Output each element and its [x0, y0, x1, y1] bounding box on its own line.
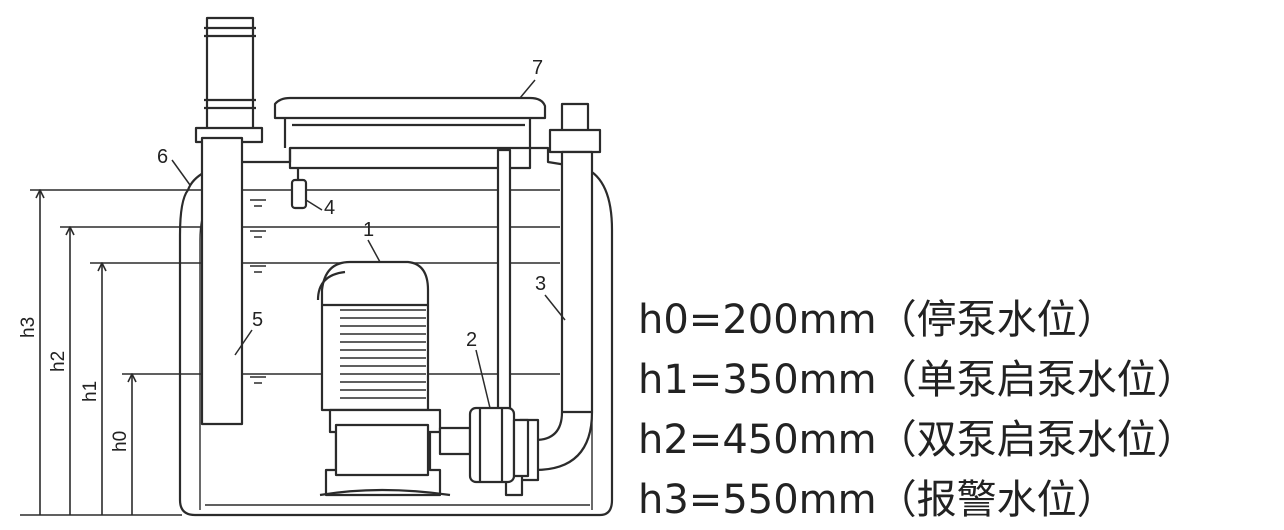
callout-1: 1 — [363, 219, 374, 241]
submersible-pump — [316, 260, 451, 497]
outlet-pipe — [518, 102, 602, 482]
float-switch — [290, 168, 308, 210]
check-valve — [438, 406, 530, 484]
legend-h3: h3=550mm（报警水位） — [638, 477, 1117, 523]
water-level-ticks — [250, 199, 266, 384]
callout-3: 3 — [535, 273, 546, 295]
water-levels — [30, 189, 560, 375]
callout-7: 7 — [532, 57, 543, 79]
dim-label-h0: h0 — [110, 431, 131, 452]
tank-cover — [273, 96, 547, 170]
dim-label-h2: h2 — [48, 351, 69, 372]
legend-h1: h1=350mm（单泵启泵水位） — [638, 357, 1197, 403]
callout-6: 6 — [157, 146, 168, 168]
legend-h0: h0=200mm（停泵水位） — [638, 297, 1117, 343]
callout-2: 2 — [466, 329, 477, 351]
inlet-pipe — [194, 16, 264, 426]
dimension-lines — [20, 189, 182, 516]
dim-label-h3: h3 — [18, 317, 39, 338]
callout-4: 4 — [324, 197, 335, 219]
water-level-legend: h0=200mm（停泵水位） h1=350mm（单泵启泵水位） h2=450mm… — [638, 290, 1278, 530]
leader-lines — [171, 79, 566, 409]
callout-5: 5 — [252, 309, 263, 331]
legend-h2: h2=450mm（双泵启泵水位） — [638, 417, 1197, 463]
dim-label-h1: h1 — [80, 381, 101, 402]
